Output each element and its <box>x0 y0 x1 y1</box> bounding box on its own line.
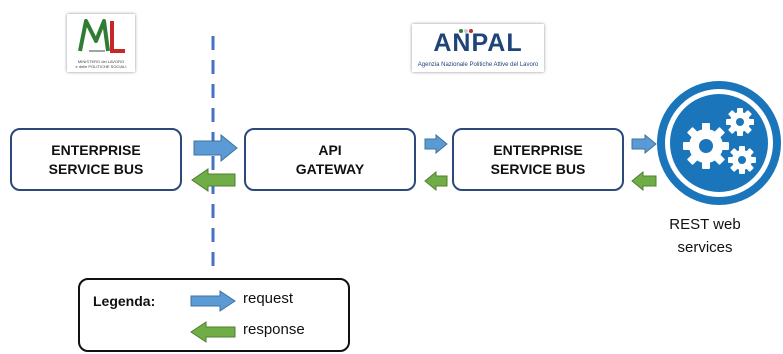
ministry-logo: MINISTERO del LAVORO e delle POLITICHE S… <box>67 14 135 72</box>
esb-left-box: ENTERPRISE SERVICE BUS <box>10 128 182 191</box>
ministry-logo-mark <box>78 19 125 53</box>
esb-right-line2: SERVICE BUS <box>490 160 586 177</box>
request-arrow-3 <box>631 134 657 154</box>
esb-right-box: ENTERPRISE SERVICE BUS <box>452 128 624 191</box>
ministry-logo-line2: e delle POLITICHE SOCIALI <box>75 64 127 69</box>
legend-request-arrow <box>190 290 236 312</box>
response-arrow-1 <box>191 168 236 192</box>
anpal-flag-dots <box>459 29 473 33</box>
request-arrow-1 <box>193 134 238 162</box>
ministry-logo-text: MINISTERO del LAVORO e delle POLITICHE S… <box>67 59 135 69</box>
gears-icon <box>657 81 781 205</box>
legend-box: Legenda: request response <box>78 278 350 352</box>
legend-response-arrow <box>190 321 236 343</box>
legend-request-label: request <box>243 290 294 307</box>
rest-label-line1: REST web <box>669 216 741 233</box>
legend-response-label: response <box>243 321 305 338</box>
response-arrow-3 <box>631 171 657 191</box>
esb-left-line1: ENTERPRISE <box>51 141 141 158</box>
anpal-logo-word: ANPAL <box>433 29 523 57</box>
esb-right-line1: ENTERPRISE <box>493 141 583 158</box>
ministry-logo-line1: MINISTERO del LAVORO <box>77 59 125 64</box>
anpal-logo-subtitle: Agenzia Nazionale Politiche Attive del L… <box>417 62 539 68</box>
anpal-logo: ANPAL Agenzia Nazionale Politiche Attive… <box>412 24 544 72</box>
boundary-divider <box>211 36 215 272</box>
request-arrow-2 <box>424 134 448 154</box>
api-gateway-line1: API <box>318 141 342 158</box>
api-gateway-line2: GATEWAY <box>295 160 365 177</box>
response-arrow-2 <box>424 171 448 191</box>
api-gateway-box: API GATEWAY <box>244 128 416 191</box>
rest-label-line2: services <box>677 239 733 256</box>
esb-left-line2: SERVICE BUS <box>48 160 144 177</box>
legend-title: Legenda: <box>93 293 156 309</box>
rest-services-label: REST web services <box>660 213 750 259</box>
